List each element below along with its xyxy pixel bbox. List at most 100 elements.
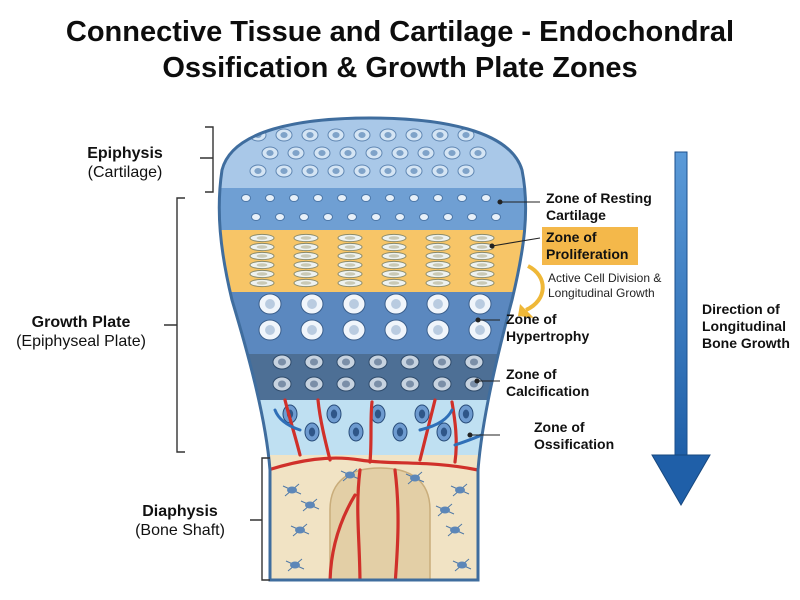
epiphysis-chondrocyte <box>301 128 319 142</box>
proliferating-cell <box>249 269 275 279</box>
resting-cell <box>385 194 395 202</box>
epiphysis-chondrocyte <box>339 146 357 160</box>
epiphysis-chondrocyte <box>469 146 487 160</box>
resting-cell <box>409 194 419 202</box>
osteoblast-cell <box>414 404 430 424</box>
epiphysis-chondrocyte <box>391 146 409 160</box>
osteoblast-cell <box>326 404 342 424</box>
osteocyte <box>450 483 470 497</box>
diaphysis-sub: (Bone Shaft) <box>135 522 225 539</box>
epiphysis-chondrocyte <box>313 146 331 160</box>
epiphysis-chondrocyte <box>301 164 319 178</box>
hypertrophic-cell <box>342 293 366 315</box>
hypertrophic-cell <box>342 319 366 341</box>
proliferating-cell <box>293 278 319 288</box>
growth-plate-bracket <box>164 197 185 453</box>
hypertrophic-cell <box>384 293 408 315</box>
blood-vessel <box>328 493 357 580</box>
calcified-cell <box>432 354 452 370</box>
proliferating-cell <box>293 260 319 270</box>
epiphysis-chondrocyte <box>287 146 305 160</box>
proliferating-cell <box>249 278 275 288</box>
bone-body <box>219 118 526 580</box>
calcified-cell <box>304 354 324 370</box>
epiphysis-chondrocyte <box>261 146 279 160</box>
epiphysis-bracket <box>200 126 214 193</box>
proliferating-cell <box>469 233 495 243</box>
calcified-cell <box>400 376 420 392</box>
resting-cell <box>433 194 443 202</box>
calcified-cell <box>368 376 388 392</box>
hypertrophic-cell <box>468 293 492 315</box>
diaphysis-name: Diaphysis <box>142 503 218 520</box>
hypertrophic-cell <box>300 319 324 341</box>
zone-leader-lines <box>467 199 541 438</box>
osteoblast-cell <box>370 404 386 424</box>
proliferating-cell <box>469 251 495 261</box>
calcified-cell <box>464 376 484 392</box>
proliferating-cell <box>469 260 495 270</box>
blue-vessel <box>418 408 454 432</box>
resting-cell <box>275 213 285 221</box>
zone-resting-label: Zone of Resting Cartilage <box>546 190 652 223</box>
osteocyte <box>340 468 360 482</box>
proliferating-cell <box>293 269 319 279</box>
epiphysis-chondrocyte <box>417 146 435 160</box>
growth-plate-sub: (Epiphyseal Plate) <box>16 333 146 350</box>
hypertrophic-cell <box>426 293 450 315</box>
epiphysis-chondrocyte <box>275 164 293 178</box>
osteocyte <box>405 471 425 485</box>
epiphysis-chondrocyte <box>327 128 345 142</box>
bone-outline <box>217 116 528 582</box>
proliferating-cell <box>249 242 275 252</box>
osteoblast-cell <box>304 422 320 442</box>
proliferating-cell <box>381 233 407 243</box>
epiphysis-chondrocyte <box>353 164 371 178</box>
blood-vessel <box>356 468 362 580</box>
resting-cell <box>481 194 491 202</box>
resting-cell <box>251 213 261 221</box>
proliferating-cell <box>425 269 451 279</box>
zone-hypertrophy-label: Zone of Hypertrophy <box>506 311 590 344</box>
resting-cell <box>443 213 453 221</box>
proliferating-cell <box>337 260 363 270</box>
epiphysis-label: Epiphysis (Cartilage) <box>60 144 190 182</box>
hypertrophic-cell <box>468 319 492 341</box>
osteocyte <box>445 523 465 537</box>
proliferating-cell <box>249 233 275 243</box>
proliferating-cell <box>293 233 319 243</box>
calcified-cell <box>336 376 356 392</box>
hypertrophic-cell <box>384 319 408 341</box>
resting-cell <box>299 213 309 221</box>
resting-cell <box>337 194 347 202</box>
hypertrophic-cell <box>258 319 282 341</box>
blood-vessel <box>316 398 332 462</box>
calcified-cell <box>400 354 420 370</box>
resting-cell <box>457 194 467 202</box>
osteocyte <box>300 498 320 512</box>
epiphysis-chondrocyte <box>379 164 397 178</box>
resting-cell <box>347 213 357 221</box>
cell-layer <box>241 128 501 572</box>
proliferating-cell <box>425 233 451 243</box>
epiphysis-chondrocyte <box>249 164 267 178</box>
diaphysis-label: Diaphysis (Bone Shaft) <box>110 502 250 540</box>
osteoblast-cell <box>392 422 408 442</box>
title-line-1: Connective Tissue and Cartilage - Endoch… <box>65 16 735 48</box>
proliferating-cell <box>469 269 495 279</box>
epiphysis-name: Epiphysis <box>87 145 163 162</box>
direction-arrow-icon <box>651 151 711 506</box>
medullary-cavity <box>329 467 431 580</box>
page-title: Connective Tissue and Cartilage - Endoch… <box>0 14 800 86</box>
proliferating-cell <box>337 269 363 279</box>
zone-calcification-label: Zone of Calcification <box>506 366 590 399</box>
osteocyte <box>435 503 455 517</box>
epiphysis-chondrocyte <box>327 164 345 178</box>
epiphysis-chondrocyte <box>405 128 423 142</box>
resting-cell <box>241 194 251 202</box>
resting-cell <box>371 213 381 221</box>
diaphysis-bracket <box>250 457 270 581</box>
calcified-cell <box>368 354 388 370</box>
